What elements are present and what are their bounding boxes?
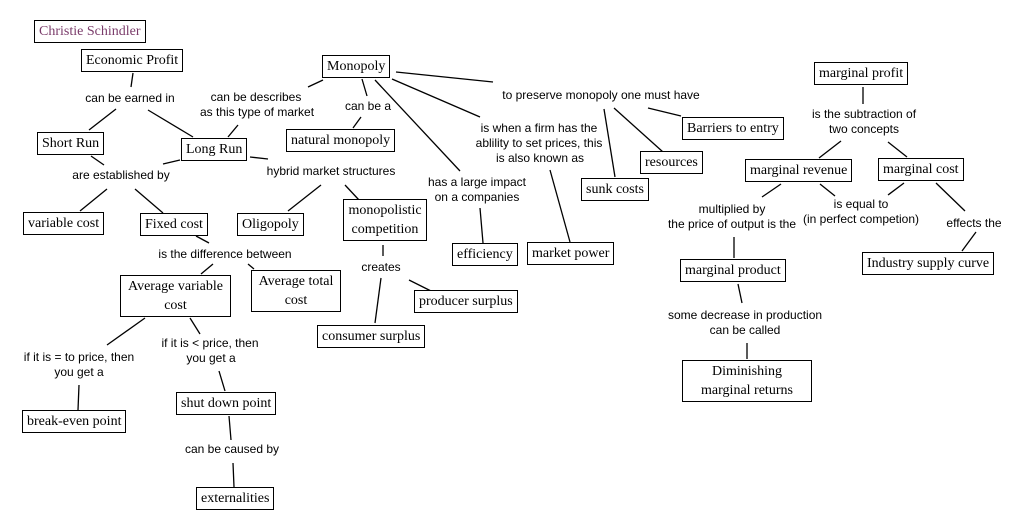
concept-economic-profit[interactable]: Economic Profit <box>81 49 184 72</box>
edge <box>344 184 360 201</box>
edge <box>77 384 80 411</box>
edge <box>130 72 134 88</box>
concept-marginal-cost[interactable]: marginal cost <box>878 158 964 181</box>
link-decrease-line1: some decrease in production <box>667 308 823 322</box>
edge <box>761 183 782 198</box>
edge <box>647 107 682 117</box>
link-firm-ability-line2: ablility to set prices, this <box>475 136 603 150</box>
edge <box>228 415 232 441</box>
link-can-be-describes-line1: can be describes <box>210 90 302 104</box>
edge <box>352 116 362 129</box>
edge <box>90 155 105 166</box>
edge <box>249 156 269 160</box>
edge <box>818 140 842 159</box>
link-are-established-by: are established by <box>72 168 170 182</box>
edge <box>79 188 108 212</box>
link-equal-to-line1: is equal to <box>833 197 889 211</box>
link-preserve-monopoly: to preserve monopoly one must have <box>502 88 700 102</box>
edge <box>106 317 146 346</box>
concept-break-even-point[interactable]: break-even point <box>22 410 127 433</box>
concept-marginal-product[interactable]: marginal product <box>680 259 786 282</box>
concept-oligopoly[interactable]: Oligopoly <box>237 213 304 236</box>
edge <box>374 79 461 172</box>
link-can-be-a: can be a <box>344 99 392 113</box>
edge <box>232 462 235 488</box>
author-name-box: Christie Schindler <box>34 20 146 43</box>
edge <box>549 169 571 243</box>
concept-diminishing-marginal-returns[interactable]: Diminishing marginal returns <box>682 360 812 402</box>
edge <box>737 283 743 304</box>
edge <box>227 124 239 138</box>
edge <box>887 141 908 158</box>
link-firm-ability-line3: is also known as <box>495 151 585 165</box>
link-if-equal-line1: if it is = to price, then <box>23 350 135 364</box>
link-large-impact-line1: has a large impact <box>427 175 527 189</box>
concept-efficiency[interactable]: efficiency <box>452 243 518 266</box>
edge <box>147 109 194 138</box>
link-hybrid-market-structures: hybrid market structures <box>266 164 396 178</box>
concept-externalities[interactable]: externalities <box>196 487 275 510</box>
edge <box>218 370 226 392</box>
edge <box>479 207 484 244</box>
link-effects-the: effects the <box>946 216 1002 230</box>
link-if-equal-line2: you get a <box>54 365 104 379</box>
link-multiplied-line1: multiplied by <box>698 202 766 216</box>
concept-sunk-costs[interactable]: sunk costs <box>581 178 649 201</box>
edge <box>391 78 481 118</box>
concept-average-total-cost[interactable]: Average total cost <box>251 270 341 312</box>
edge <box>247 263 255 270</box>
concept-producer-surplus[interactable]: producer surplus <box>414 290 518 313</box>
concept-market-power[interactable]: market power <box>527 242 615 265</box>
edge <box>134 188 164 214</box>
concept-marginal-revenue[interactable]: marginal revenue <box>745 159 853 182</box>
concept-average-variable-cost[interactable]: Average variable cost <box>120 275 231 317</box>
link-can-be-describes-line2: as this type of market <box>199 105 315 119</box>
edge <box>162 159 181 165</box>
edge <box>287 184 322 212</box>
edge <box>887 182 905 196</box>
edge <box>88 108 117 131</box>
edge <box>935 182 966 212</box>
link-large-impact-line2: on a companies <box>434 190 520 204</box>
edge <box>819 183 836 197</box>
link-creates: creates <box>361 260 401 274</box>
concept-resources[interactable]: resources <box>640 151 703 174</box>
concept-industry-supply-curve[interactable]: Industry supply curve <box>862 252 995 275</box>
concept-monopoly[interactable]: Monopoly <box>322 55 391 78</box>
concept-variable-cost[interactable]: variable cost <box>23 212 105 235</box>
link-is-the-difference-between: is the difference between <box>158 247 292 261</box>
concept-consumer-surplus[interactable]: consumer surplus <box>317 325 426 348</box>
edge <box>603 108 616 178</box>
concept-natural-monopoly[interactable]: natural monopoly <box>286 129 396 152</box>
edge <box>307 79 324 88</box>
edge <box>613 107 664 153</box>
link-can-be-earned-in: can be earned in <box>85 91 175 105</box>
link-decrease-line2: can be called <box>709 323 781 337</box>
edge <box>395 71 494 83</box>
concept-shut-down-point[interactable]: shut down point <box>176 392 277 415</box>
edge <box>961 231 977 252</box>
edge <box>195 235 210 244</box>
concept-marginal-profit[interactable]: marginal profit <box>814 62 909 85</box>
edge <box>189 317 201 335</box>
link-subtraction-line1: is the subtraction of <box>811 107 917 121</box>
concept-short-run[interactable]: Short Run <box>37 132 105 155</box>
concept-fixed-cost[interactable]: Fixed cost <box>140 213 208 236</box>
link-equal-to-line2: (in perfect competion) <box>802 212 920 226</box>
concept-barriers-to-entry[interactable]: Barriers to entry <box>682 117 784 140</box>
link-if-less-line2: you get a <box>186 351 236 365</box>
concept-monopolistic-competition[interactable]: monopolistic competition <box>343 199 427 241</box>
link-subtraction-line2: two concepts <box>828 122 900 136</box>
edge <box>374 277 382 324</box>
edge <box>361 78 368 97</box>
link-firm-ability-line1: is when a firm has the <box>480 121 598 135</box>
link-multiplied-line2: the price of output is the <box>667 217 797 231</box>
link-if-less-line1: if it is < price, then <box>161 336 259 350</box>
link-can-be-caused-by: can be caused by <box>184 442 280 456</box>
concept-long-run[interactable]: Long Run <box>181 138 248 161</box>
edge <box>200 263 214 275</box>
